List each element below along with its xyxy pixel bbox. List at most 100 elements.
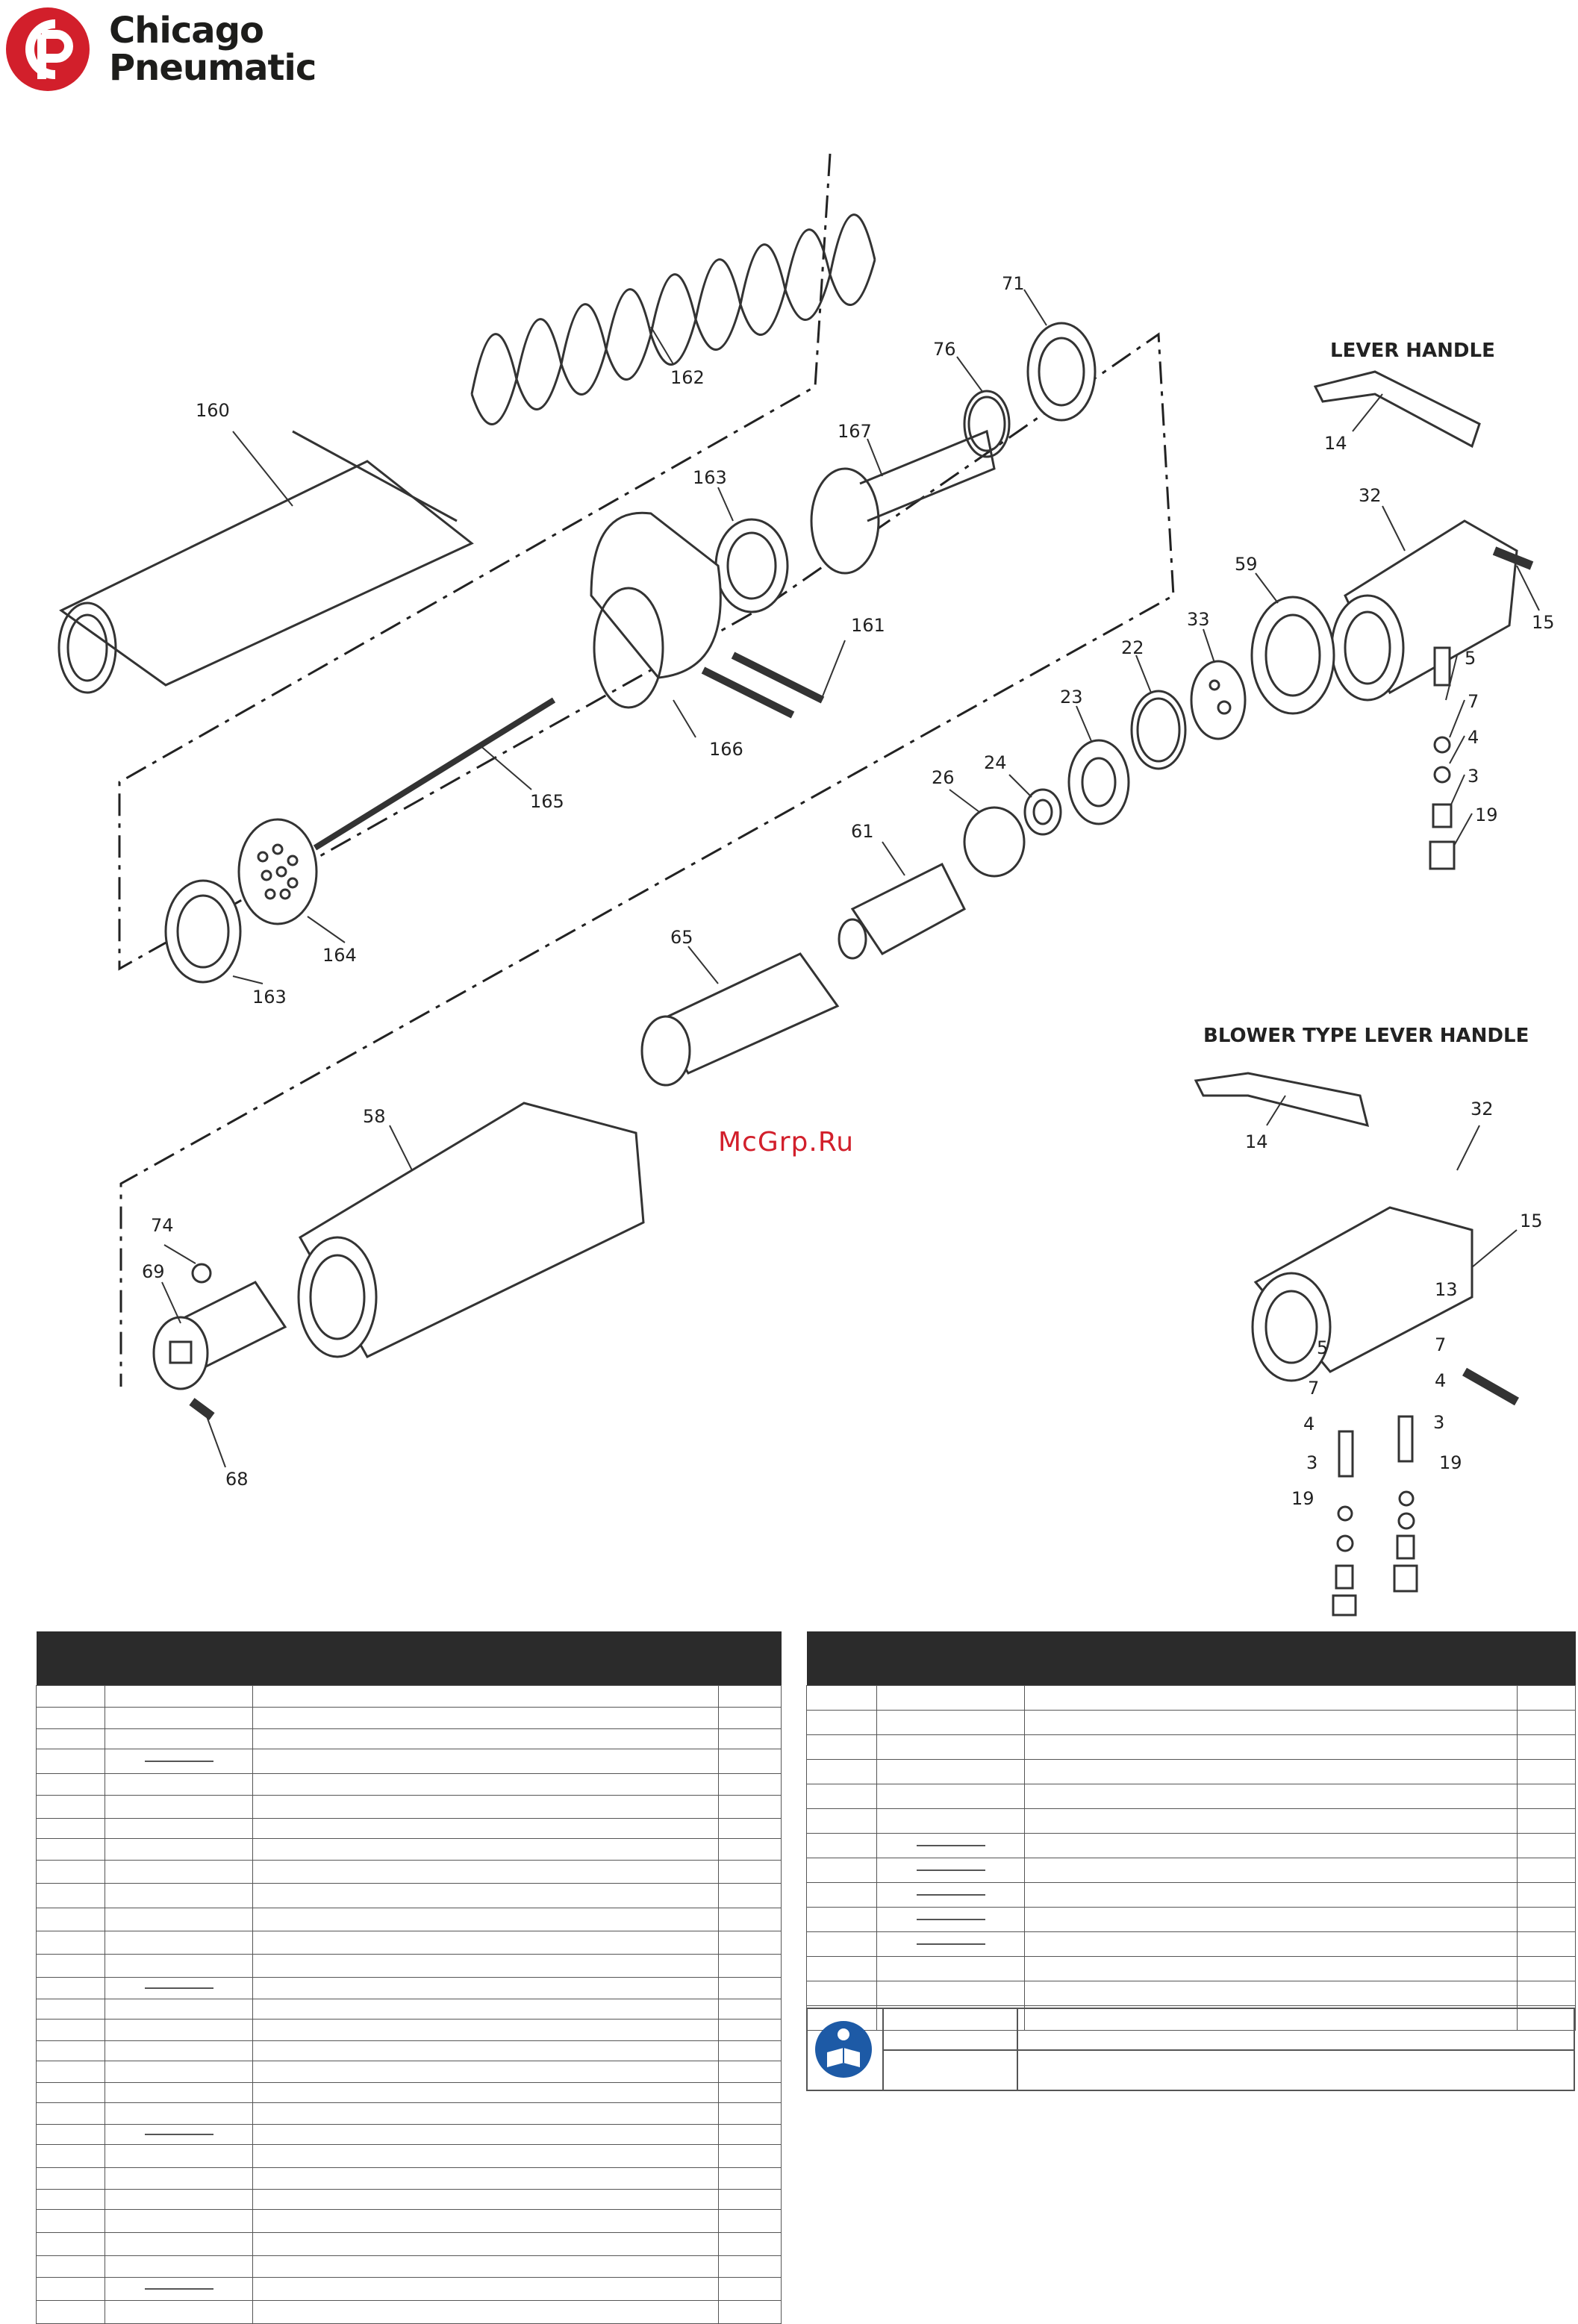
table-row bbox=[36, 2102, 782, 2125]
table-cell bbox=[36, 2124, 105, 2145]
table-cell bbox=[105, 2167, 253, 2190]
table-row bbox=[36, 2040, 782, 2061]
table-cell bbox=[718, 1838, 782, 1861]
table-cell bbox=[876, 1710, 1025, 1735]
callout-7-lower-right: 7 bbox=[1435, 1334, 1446, 1355]
callout-5-lower: 5 bbox=[1317, 1337, 1328, 1358]
table-cell bbox=[876, 1956, 1025, 1981]
part-26-plate bbox=[963, 806, 1026, 878]
table-cell bbox=[105, 2300, 253, 2324]
manual-info-box bbox=[806, 2008, 1575, 2091]
table-cell bbox=[876, 1685, 1025, 1711]
table-row bbox=[36, 1749, 782, 1774]
table-cell bbox=[105, 2124, 253, 2145]
table-cell bbox=[718, 1954, 782, 1978]
table-cell bbox=[1517, 2005, 1576, 2031]
part-14-lever-handle bbox=[1313, 370, 1481, 449]
table-row bbox=[36, 1860, 782, 1884]
table-cell bbox=[36, 1795, 105, 1819]
table-row bbox=[36, 1818, 782, 1839]
table-cell bbox=[36, 2277, 105, 2301]
table-cell bbox=[718, 2102, 782, 2125]
callout-4-upper: 4 bbox=[1468, 727, 1479, 748]
table-cell bbox=[252, 2124, 719, 2145]
table-cell bbox=[105, 1685, 253, 1708]
table-cell bbox=[252, 1860, 719, 1884]
table-row bbox=[806, 1784, 1576, 1809]
part-65-sleeve bbox=[640, 952, 840, 1087]
table-row bbox=[36, 1728, 782, 1749]
table-cell bbox=[1024, 1931, 1518, 1957]
table-cell bbox=[252, 1999, 719, 2020]
watermark: McGrp.Ru bbox=[718, 1127, 855, 1158]
callout-14-upper: 14 bbox=[1324, 433, 1347, 454]
cell-underline bbox=[144, 2134, 213, 2135]
table-row bbox=[36, 1931, 782, 1955]
table-cell bbox=[718, 2189, 782, 2210]
table-cell bbox=[252, 2144, 719, 2168]
table-cell bbox=[252, 1773, 719, 1796]
table-cell bbox=[105, 1931, 253, 1955]
table-cell bbox=[876, 1882, 1025, 1908]
table-cell bbox=[718, 1749, 782, 1774]
manual-icon-cell bbox=[808, 2009, 884, 2090]
part-76-ring bbox=[963, 390, 1011, 458]
table-cell bbox=[1024, 1956, 1518, 1981]
callout-69: 69 bbox=[142, 1261, 165, 1282]
table-cell bbox=[806, 1784, 877, 1809]
table-cell bbox=[718, 2255, 782, 2278]
table-row bbox=[36, 1977, 782, 1999]
table-cell bbox=[718, 1707, 782, 1729]
table-cell bbox=[718, 1795, 782, 1819]
callout-68: 68 bbox=[225, 1469, 249, 1490]
table-cell bbox=[105, 2189, 253, 2210]
table-cell bbox=[105, 2144, 253, 2168]
callout-19-lower-left: 19 bbox=[1291, 1488, 1315, 1509]
table-cell bbox=[105, 1749, 253, 1774]
table-cell bbox=[876, 1784, 1025, 1809]
table-row bbox=[806, 1882, 1576, 1908]
table-cell bbox=[252, 2102, 719, 2125]
part-14-blower-lever-handle bbox=[1194, 1072, 1370, 1128]
table-cell bbox=[105, 2040, 253, 2061]
table-cell bbox=[105, 1999, 253, 2020]
table-cell bbox=[36, 1977, 105, 1999]
table-cell bbox=[718, 2209, 782, 2233]
table-cell bbox=[252, 1838, 719, 1861]
table-cell bbox=[718, 1773, 782, 1796]
table-row bbox=[36, 2167, 782, 2190]
table-cell bbox=[36, 1860, 105, 1884]
part-161-screws bbox=[701, 652, 825, 719]
table-cell bbox=[1517, 1685, 1576, 1711]
table-cell bbox=[718, 2232, 782, 2256]
table-cell bbox=[252, 1685, 719, 1708]
table-cell bbox=[105, 1977, 253, 1999]
callout-61: 61 bbox=[851, 821, 874, 842]
callout-59: 59 bbox=[1235, 554, 1258, 575]
table-cell bbox=[36, 2082, 105, 2103]
table-cell bbox=[105, 1838, 253, 1861]
table-cell bbox=[105, 1818, 253, 1839]
table-row bbox=[36, 2189, 782, 2210]
callout-26: 26 bbox=[932, 767, 955, 788]
table-row bbox=[806, 1710, 1576, 1735]
table-row bbox=[806, 1759, 1576, 1784]
callout-3-upper: 3 bbox=[1468, 766, 1479, 787]
table-row bbox=[806, 1734, 1576, 1760]
callout-166: 166 bbox=[709, 739, 743, 760]
parts-table-left bbox=[36, 1631, 782, 2324]
part-68-pin bbox=[189, 1398, 215, 1420]
callout-3-lower-left: 3 bbox=[1306, 1452, 1317, 1473]
callout-15-lower: 15 bbox=[1520, 1211, 1543, 1231]
table-row bbox=[36, 2232, 782, 2256]
table-row bbox=[36, 2300, 782, 2324]
brand-name: Chicago Pneumatic bbox=[109, 12, 316, 87]
table-cell bbox=[252, 1795, 719, 1819]
callout-65: 65 bbox=[670, 927, 693, 948]
table-cell bbox=[36, 1707, 105, 1729]
table-cell bbox=[1517, 1710, 1576, 1735]
table-row bbox=[806, 1808, 1576, 1834]
table-cell bbox=[36, 1818, 105, 1839]
part-15-pin-lower bbox=[1462, 1367, 1519, 1406]
part-71-nut bbox=[1026, 322, 1097, 422]
